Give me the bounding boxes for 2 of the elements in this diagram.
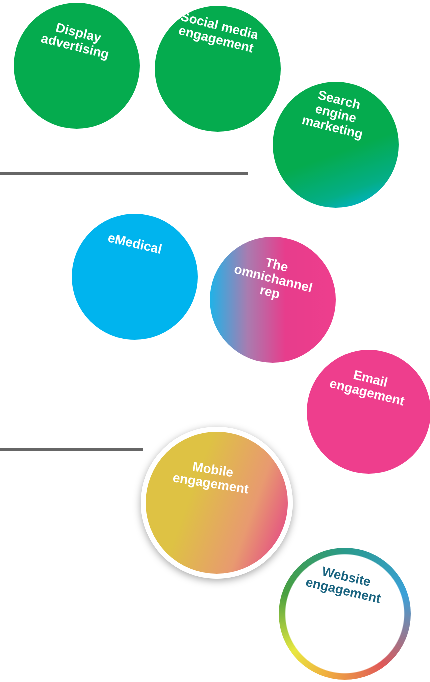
node-label: eMedical xyxy=(106,229,165,259)
node-label: Mobile engagement xyxy=(170,458,251,499)
